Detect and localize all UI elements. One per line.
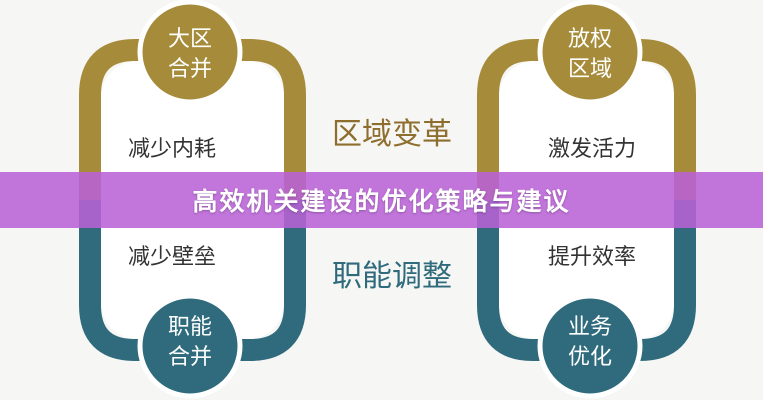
left-top-circle-line1: 大区	[168, 27, 212, 52]
right-top-circle-line2: 区域	[568, 57, 612, 82]
right-bottom-circle	[537, 293, 643, 399]
left-bottom-circle-line2: 合并	[168, 345, 212, 370]
right-bottom-circle-line2: 优化	[568, 345, 612, 370]
right-bottom-side-label: 提升效率	[548, 245, 636, 270]
title-banner: 高效机关建设的优化策略与建议	[0, 172, 763, 228]
right-top-circle	[537, 0, 643, 105]
right-top-circle-line1: 放权	[568, 27, 612, 52]
banner-title: 高效机关建设的优化策略与建议	[192, 187, 571, 216]
left-bottom-circle-line1: 职能	[168, 315, 212, 340]
right-bottom-circle-line1: 业务	[568, 315, 612, 340]
left-bottom-side-label: 减少壁垒	[128, 245, 216, 270]
center-bottom-label: 职能调整	[332, 259, 452, 294]
left-top-circle	[137, 0, 243, 105]
center-top-label: 区域变革	[332, 117, 452, 152]
left-top-side-label: 减少内耗	[128, 137, 216, 162]
left-top-circle-line2: 合并	[168, 57, 212, 82]
right-top-side-label: 激发活力	[548, 137, 636, 162]
left-bottom-circle	[137, 293, 243, 399]
